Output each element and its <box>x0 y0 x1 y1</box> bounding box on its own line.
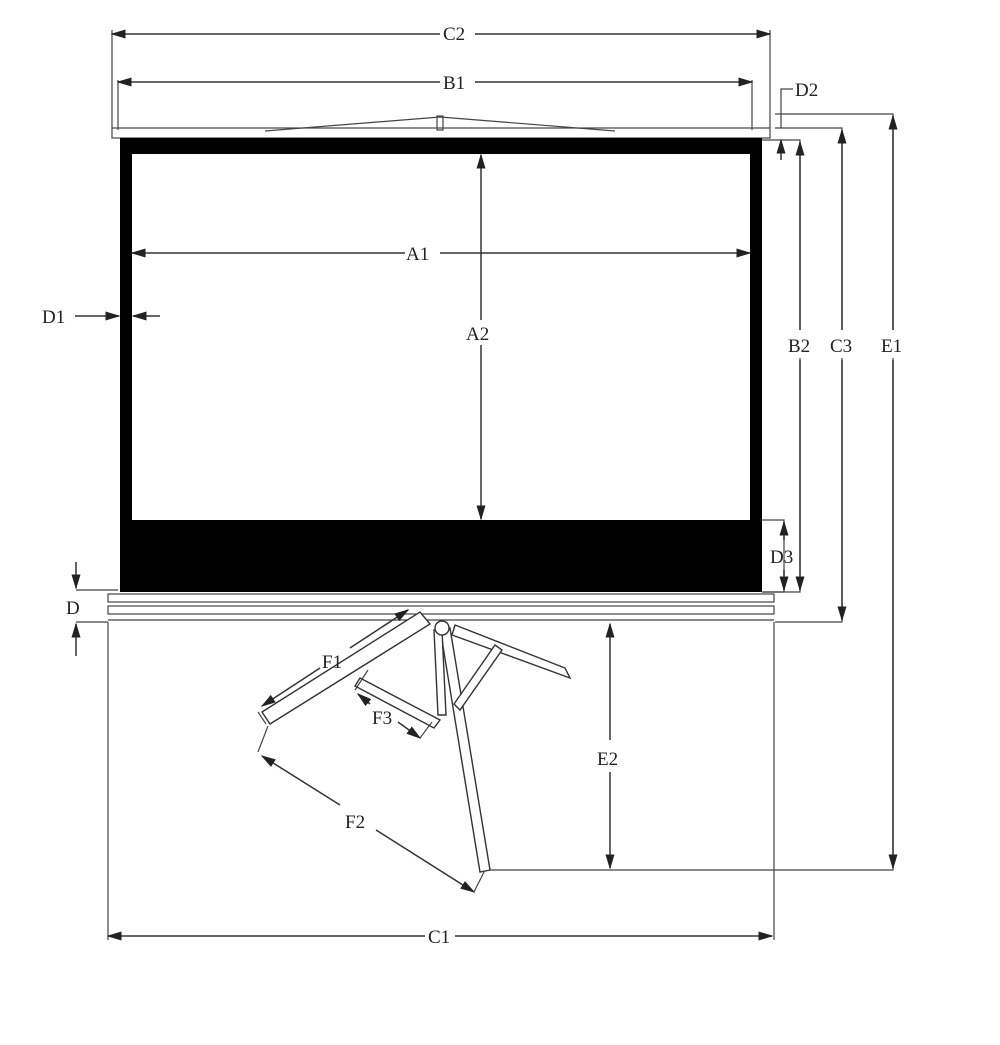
label-f1: F1 <box>322 652 342 673</box>
label-f3: F3 <box>372 708 392 729</box>
dimension-f2: F2 <box>257 725 485 893</box>
label-d3: D3 <box>770 547 793 568</box>
tripod <box>261 611 572 873</box>
dimension-c1: C1 <box>106 622 775 948</box>
dimension-b1: B1 <box>116 73 754 130</box>
dimension-d2: D2 <box>776 80 818 160</box>
screen-bottom-bar <box>107 593 775 621</box>
label-c2: C2 <box>443 24 465 45</box>
dimension-e2: E2 <box>597 622 618 870</box>
label-f2: F2 <box>345 812 365 833</box>
label-a1: A1 <box>406 244 429 265</box>
dimension-d3: D3 <box>762 519 793 593</box>
dimension-f1: F1 <box>257 609 410 725</box>
dimension-f3: F3 <box>354 669 433 739</box>
dimension-a1: A1 <box>130 244 752 265</box>
dimension-b2: B2 <box>762 139 812 593</box>
dimension-c2: C2 <box>110 24 772 128</box>
label-b2: B2 <box>788 336 810 357</box>
label-d: D <box>66 598 80 619</box>
label-c1: C1 <box>428 927 450 948</box>
dimension-e1: E1 <box>490 113 905 871</box>
label-e2: E2 <box>597 749 618 770</box>
dimension-a2: A2 <box>466 153 489 521</box>
dimension-d1: D1 <box>42 307 160 328</box>
label-e1: E1 <box>881 336 902 357</box>
dimension-d: D <box>66 562 118 656</box>
screen-frame <box>120 138 762 592</box>
dimension-c3: C3 <box>775 127 854 623</box>
label-a2: A2 <box>466 324 489 345</box>
screen-case-top <box>111 115 771 139</box>
label-c3: C3 <box>830 336 852 357</box>
label-b1: B1 <box>443 73 465 94</box>
label-d2: D2 <box>795 80 818 101</box>
label-d1: D1 <box>42 307 65 328</box>
